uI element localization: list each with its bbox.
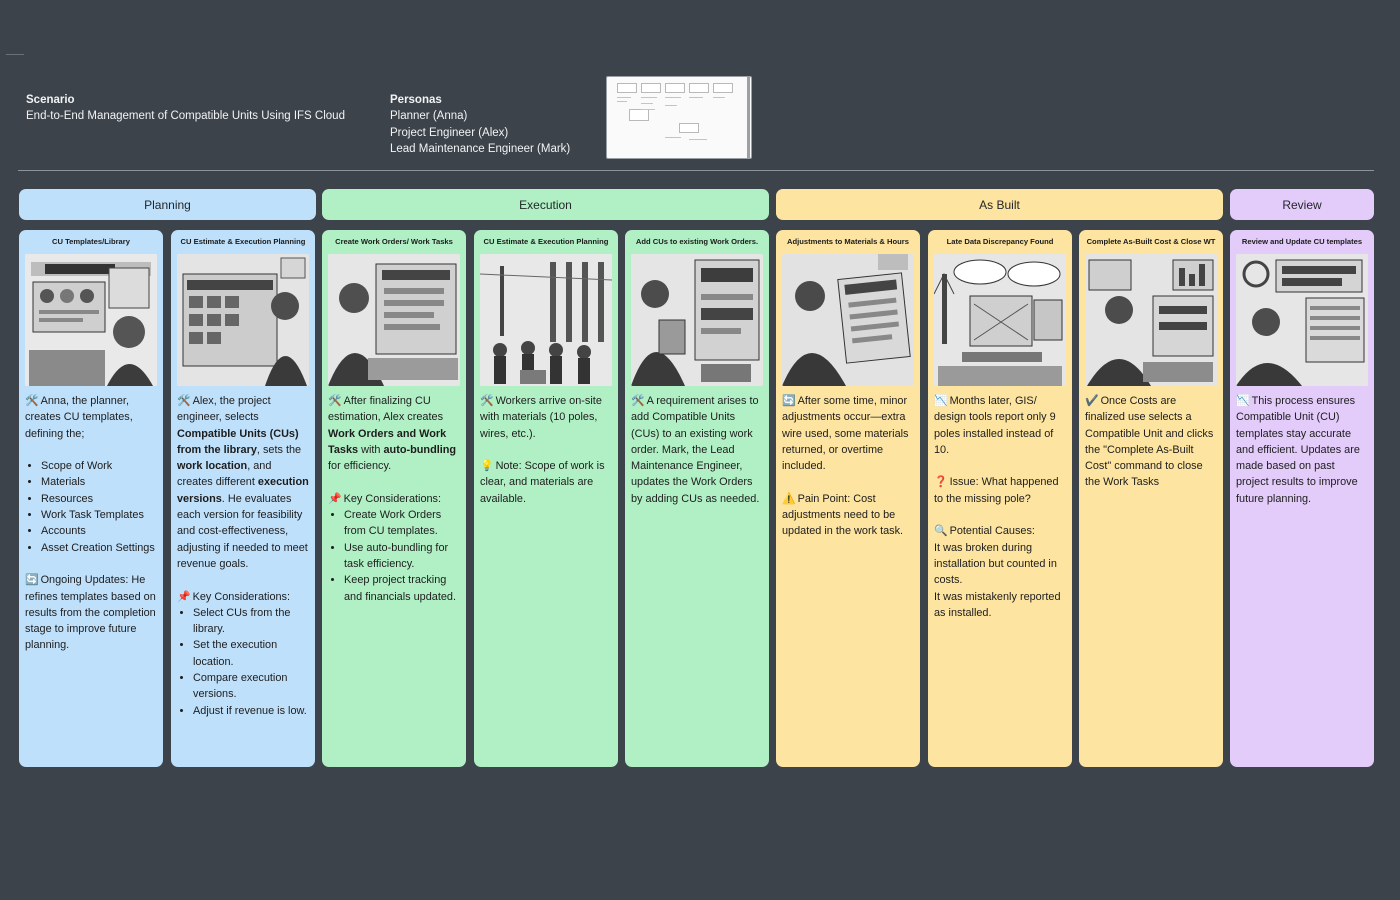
list-item: Select CUs from the library. bbox=[193, 605, 309, 638]
personas-block: Personas Planner (Anna) Project Engineer… bbox=[390, 92, 570, 157]
card-bullet-list: Scope of Work Materials Resources Work T… bbox=[25, 458, 157, 556]
list-item: Set the execution location. bbox=[193, 637, 309, 670]
list-item: Resources bbox=[41, 491, 157, 507]
pin-icon: 📌 bbox=[328, 492, 342, 505]
personas-heading: Personas bbox=[390, 94, 442, 106]
refresh-icon: 🔄 bbox=[782, 395, 796, 407]
tools-icon: 🛠️ bbox=[480, 395, 494, 407]
card-cu-templates: CU Templates/Library 🛠️Anna, the planner… bbox=[19, 230, 163, 767]
card-adjustments: Adjustments to Materials & Hours 🔄After … bbox=[776, 230, 920, 767]
question-icon: ❓ bbox=[934, 476, 948, 489]
card-title: CU Estimate & Execution Planning bbox=[483, 237, 609, 246]
card-body: 🛠️After finalizing CU estimation, Alex c… bbox=[328, 393, 460, 605]
refresh-icon: 🔄 bbox=[25, 574, 39, 587]
header-divider bbox=[18, 170, 1374, 171]
chart-down-icon: 📉 bbox=[934, 395, 948, 407]
list-item: Scope of Work bbox=[41, 458, 157, 474]
discrepancy-illustration bbox=[934, 254, 1066, 386]
card-body: 📉Months later, GIS/ design tools report … bbox=[934, 395, 1061, 619]
card-body: ✔️Once Costs are finalized use selects a… bbox=[1085, 395, 1214, 489]
check-icon: ✔️ bbox=[1085, 395, 1099, 407]
engineer-illustration bbox=[177, 254, 309, 386]
phase-planning: Planning bbox=[19, 189, 316, 220]
tools-icon: 🛠️ bbox=[328, 395, 342, 407]
list-item: Adjust if revenue is low. bbox=[193, 703, 309, 719]
magnifier-icon: 🔍 bbox=[934, 525, 948, 538]
planner-illustration bbox=[25, 254, 157, 386]
card-title: Adjustments to Materials & Hours bbox=[787, 237, 909, 246]
card-title: CU Estimate & Execution Planning bbox=[180, 237, 306, 246]
card-title: Add CUs to existing Work Orders. bbox=[635, 237, 759, 246]
card-add-cus: Add CUs to existing Work Orders. 🛠️A req… bbox=[625, 230, 769, 767]
card-bullet-list: Create Work Orders from CU templates. Us… bbox=[328, 507, 460, 605]
card-cu-estimate: CU Estimate & Execution Planning 🛠️Alex,… bbox=[171, 230, 315, 767]
persona-project-engineer: Project Engineer (Alex) bbox=[390, 126, 509, 139]
review-illustration bbox=[1236, 254, 1368, 386]
phase-as-built: As Built bbox=[776, 189, 1223, 220]
lightbulb-icon: 💡 bbox=[480, 460, 494, 473]
card-title: Late Data Discrepancy Found bbox=[946, 237, 1054, 246]
work-orders-illustration bbox=[328, 254, 460, 386]
chart-down-icon: 📉 bbox=[1236, 395, 1250, 407]
card-data-discrepancy: Late Data Discrepancy Found 📉Months late… bbox=[928, 230, 1072, 767]
list-item: Asset Creation Settings bbox=[41, 540, 157, 556]
list-item: Accounts bbox=[41, 523, 157, 539]
warning-icon: ⚠️ bbox=[782, 492, 796, 505]
as-built-illustration bbox=[1085, 254, 1217, 386]
field-workers-illustration bbox=[480, 254, 612, 386]
tools-icon: 🛠️ bbox=[177, 395, 191, 407]
card-body: 🛠️A requirement arises to add Compatible… bbox=[631, 395, 760, 505]
list-item: Work Task Templates bbox=[41, 507, 157, 523]
card-title: CU Templates/Library bbox=[52, 237, 130, 246]
scenario-heading: Scenario bbox=[26, 94, 75, 106]
card-body: 📉This process ensures Compatible Unit (C… bbox=[1236, 395, 1360, 505]
scenario-text: End-to-End Management of Compatible Unit… bbox=[26, 110, 345, 123]
work-order-update-illustration bbox=[631, 254, 763, 386]
card-title: Review and Update CU templates bbox=[1241, 237, 1363, 246]
card-body: 🛠️Anna, the planner, creates CU template… bbox=[25, 393, 157, 654]
adjustments-illustration bbox=[782, 254, 914, 386]
list-item: Compare execution versions. bbox=[193, 670, 309, 703]
list-item: Use auto-bundling for task efficiency. bbox=[344, 540, 460, 573]
persona-maintenance-engineer: Lead Maintenance Engineer (Mark) bbox=[390, 142, 571, 155]
pin-icon: 📌 bbox=[177, 590, 191, 603]
list-item: Create Work Orders from CU templates. bbox=[344, 507, 460, 540]
card-body: 🛠️Workers arrive on-site with materials … bbox=[480, 395, 605, 505]
card-title: Create Work Orders/ Work Tasks bbox=[335, 237, 453, 246]
card-onsite-workers: CU Estimate & Execution Planning 🛠️Worke… bbox=[474, 230, 618, 767]
phase-execution: Execution bbox=[322, 189, 769, 220]
card-bullet-list: Select CUs from the library. Set the exe… bbox=[177, 605, 309, 719]
list-item: Keep project tracking and financials upd… bbox=[344, 572, 460, 605]
canvas-mark bbox=[6, 54, 24, 55]
card-body: 🔄After some time, minor adjustments occu… bbox=[782, 395, 909, 538]
scenario-block: Scenario End-to-End Management of Compat… bbox=[26, 92, 345, 125]
list-item: Materials bbox=[41, 474, 157, 490]
card-review-update: Review and Update CU templates 📉This pro… bbox=[1230, 230, 1374, 767]
persona-planner: Planner (Anna) bbox=[390, 110, 468, 123]
board-thumbnail[interactable] bbox=[606, 76, 752, 159]
phase-review: Review bbox=[1230, 189, 1374, 220]
tools-icon: 🛠️ bbox=[631, 395, 645, 407]
card-body: 🛠️Alex, the project engineer, selects Co… bbox=[177, 393, 309, 719]
card-complete-as-built: Complete As-Built Cost & Close WT ✔️Once… bbox=[1079, 230, 1223, 767]
card-create-work-orders: Create Work Orders/ Work Tasks 🛠️After f… bbox=[322, 230, 466, 767]
tools-icon: 🛠️ bbox=[25, 395, 39, 407]
card-title: Complete As-Built Cost & Close WT bbox=[1086, 237, 1216, 246]
